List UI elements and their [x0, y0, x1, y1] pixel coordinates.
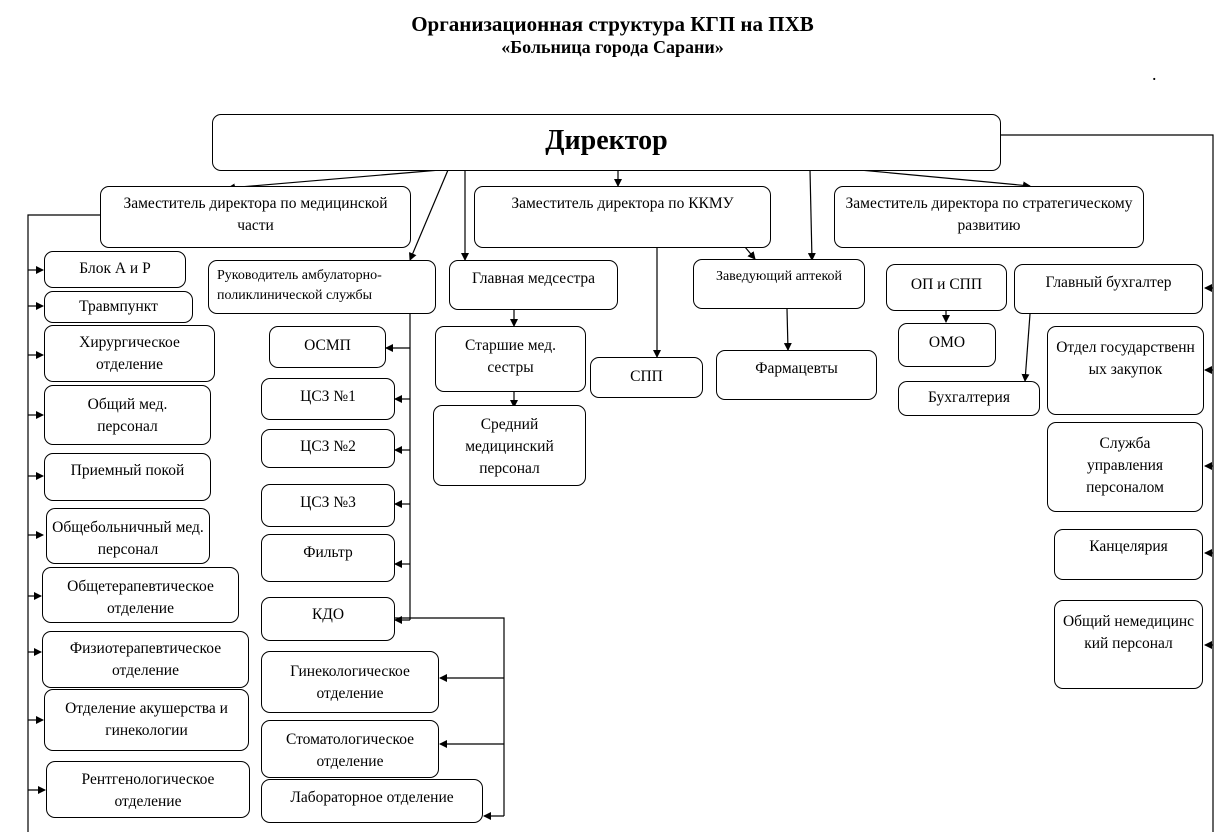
node-spp: СПП: [590, 357, 703, 398]
node-omo: ОМО: [898, 323, 996, 367]
stray-dot: .: [1152, 64, 1157, 84]
node-mid-staff: Средний медицинский персонал: [433, 405, 586, 486]
edge-left-bus: [27, 214, 100, 832]
node-director: Директор: [212, 114, 1001, 171]
edge-kdo-bus: [395, 617, 505, 816]
node-non-medical: Общий немедицинский персонал: [1054, 600, 1203, 689]
chart-subtitle: «Больница города Сарани»: [501, 37, 724, 57]
node-surgery: Хирургическое отделение: [44, 325, 215, 382]
node-osmp: ОСМП: [269, 326, 386, 368]
node-chief-accountant: Главный бухгалтер: [1014, 264, 1203, 314]
node-obstetrics: Отделение акушерства и гинекологии: [44, 689, 249, 751]
node-blok: Блок А и Р: [44, 251, 186, 288]
node-procurement: Отдел государственных закупок: [1047, 326, 1204, 415]
edge-director-dep-strategy: [859, 169, 1031, 190]
edge-director-amb-head: [409, 169, 449, 261]
node-csz1: ЦСЗ №1: [261, 378, 395, 420]
node-accounting: Бухгалтерия: [898, 381, 1040, 416]
node-reception: Приемный покой: [44, 453, 211, 501]
node-hospital-staff: Общебольничный мед. персонал: [46, 508, 210, 564]
node-deputy-medical: Заместитель директора по медицинской час…: [100, 186, 411, 248]
node-therapy: Общетерапевтическое отделение: [42, 567, 239, 623]
node-general-staff: Общий мед. персонал: [44, 385, 211, 445]
node-senior-nurses: Старшие мед. сестры: [435, 326, 586, 392]
node-office: Канцелярия: [1054, 529, 1203, 580]
edge-chief-accounting: [1021, 313, 1031, 382]
node-dental: Стоматологическое отделение: [261, 720, 439, 778]
node-head-nurse: Главная медсестра: [449, 260, 618, 310]
node-radiology: Рентгенологическое отделение: [46, 761, 250, 818]
edge-pharmacy-pharmacists: [783, 308, 792, 351]
edge-director-pharmacy: [807, 169, 816, 261]
node-hr: Служба управления персоналом: [1047, 422, 1203, 512]
node-kdo: КДО: [261, 597, 395, 641]
node-deputy-strategy: Заместитель директора по стратегическому…: [834, 186, 1144, 248]
node-filter: Фильтр: [261, 534, 395, 582]
node-pharmacists: Фармацевты: [716, 350, 877, 400]
node-pharmacy-head: Заведующий аптекой: [693, 259, 865, 309]
node-gynecology: Гинекологическое отделение: [261, 651, 439, 713]
node-lab: Лабораторное отделение: [261, 779, 483, 823]
edge-kkmu-pharmacy: [744, 246, 756, 260]
chart-title: Организационная структура КГП на ПХВ: [411, 12, 814, 36]
node-csz3: ЦСЗ №3: [261, 484, 395, 527]
node-ambulatory-head: Руководитель амбулаторно-поликлинической…: [208, 260, 436, 314]
node-op-spp: ОП и СПП: [886, 264, 1007, 311]
node-travm: Травмпункт: [44, 291, 193, 323]
node-deputy-kkmu: Заместитель директора по ККМУ: [474, 186, 771, 248]
node-csz2: ЦСЗ №2: [261, 429, 395, 468]
node-physio: Физиотерапевтическое отделение: [42, 631, 249, 688]
edge-director-right-bus: [1000, 134, 1214, 832]
edge-director-dep-medical: [227, 169, 441, 192]
